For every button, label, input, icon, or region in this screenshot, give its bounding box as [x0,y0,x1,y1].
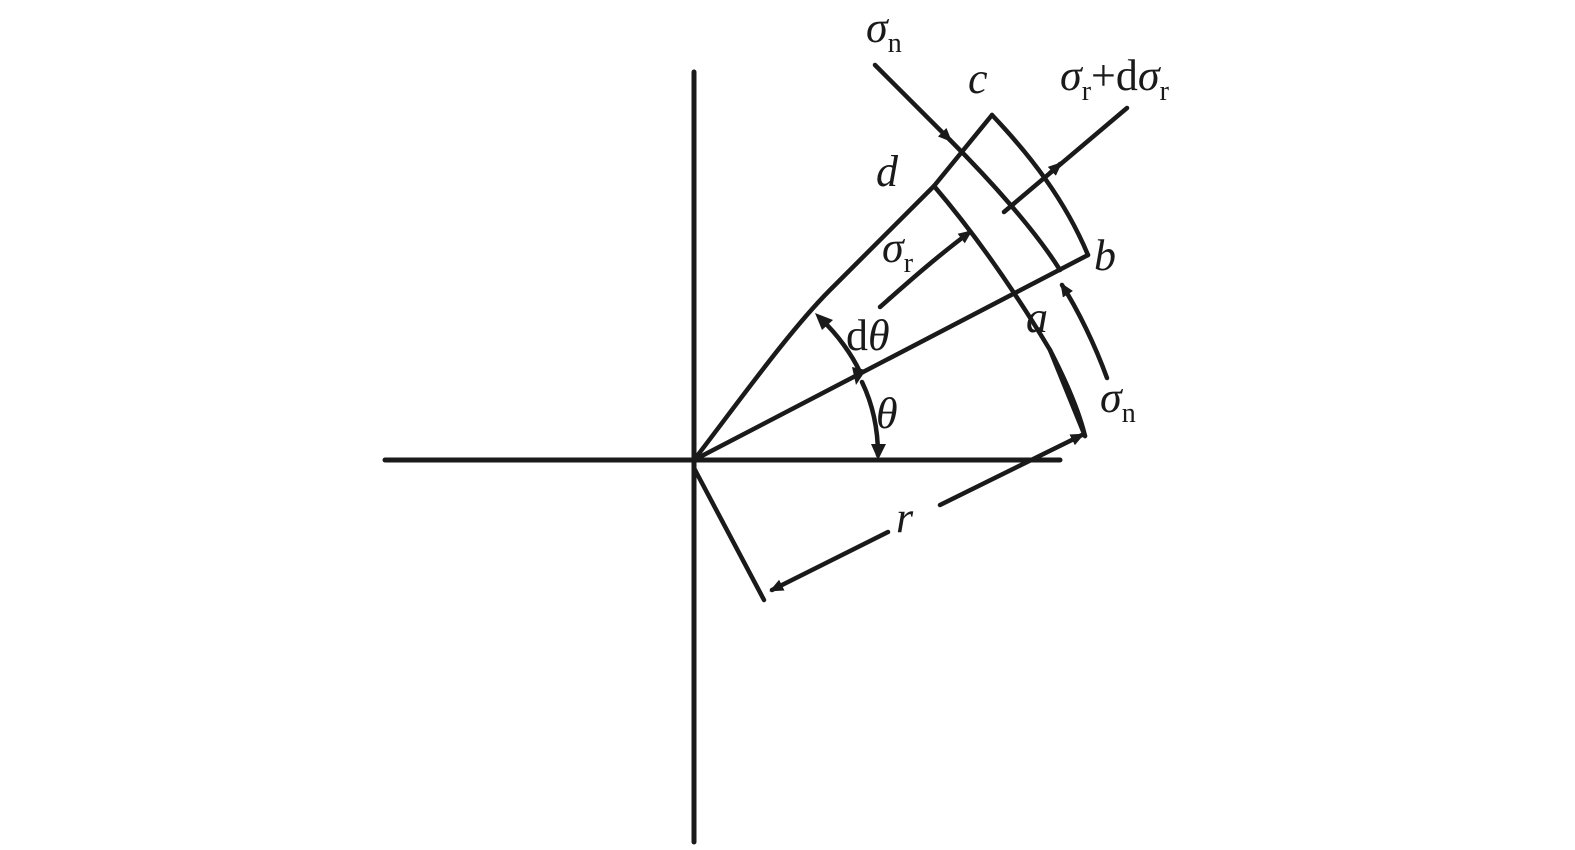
label-d: d [876,147,899,196]
label-sigma-n-top: σn [866,3,902,59]
label-c: c [968,54,988,103]
label-dtheta: dθ [846,311,890,360]
sigma-r-plus-arrow-line [1001,105,1130,215]
sigma-n-top-arrow [872,62,953,143]
sigma-n-line-through [947,137,1063,273]
r-dim-left-arrow [769,529,891,593]
lower-radial-line [691,252,1091,463]
r-dim-right-extension [1047,347,1088,439]
label-sigma-n-bottom: σn [1100,373,1136,429]
arc-cb [989,112,1091,258]
sigma-n-bottom-arrow [1059,282,1110,381]
dtheta-arrowhead-bottom [852,367,866,385]
theta-arrowhead [871,444,886,460]
label-a: a [1026,293,1048,342]
sigma-r-arrow [877,229,973,310]
label-b: b [1094,231,1116,280]
label-r: r [896,493,914,542]
r-dim-right-arrow [937,432,1085,508]
label-theta: θ [876,389,898,438]
arc-da [931,183,1088,439]
upper-radial-line [691,183,937,463]
label-sigma-r-plus-dsigma-r: σr+dσr [1060,51,1170,107]
label-sigma-r: σr [882,223,914,279]
r-dim-left-extension [691,465,767,603]
dtheta-arrowhead-top [815,313,833,330]
sigma-r-plus-arrow-head-seg [1047,161,1063,176]
